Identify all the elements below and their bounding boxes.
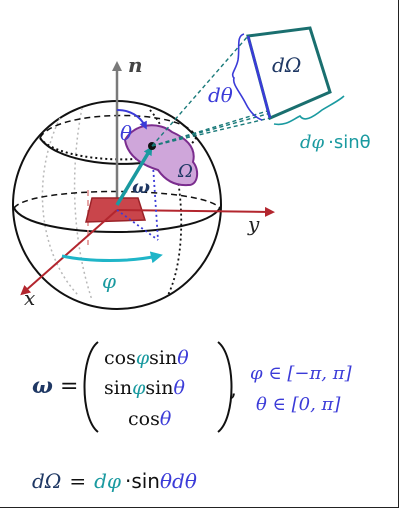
phi-arc (61, 251, 163, 264)
x-axis-label: x (24, 286, 35, 310)
right-paren (217, 341, 233, 433)
projection-ray (151, 35, 249, 147)
x-axis (20, 209, 118, 296)
projection-ray (151, 105, 297, 147)
solid-angle-region (123, 124, 199, 187)
patch-dphi-label: dφ·sinθ (300, 132, 371, 153)
theta-arc (116, 109, 147, 130)
direction-label: ω (132, 176, 150, 198)
projection-ray (151, 117, 271, 147)
patch-dphi: dφ (300, 132, 325, 153)
theta-range: θ ∈ [0, π] (256, 394, 341, 415)
projection-line (116, 209, 159, 241)
equator-back (13, 190, 221, 209)
matrix-row-3: cosθ (128, 408, 172, 430)
matrix-comma: , (230, 377, 237, 402)
dOmega-equation: dΩ=dφ·sinθdθ (32, 469, 197, 493)
omega-equation: ω = cosφsinθ sinφsinθ cosθ , φ ∈ [−π, π]… (32, 341, 353, 433)
matrix-row-2: sinφsinθ (104, 377, 185, 399)
matrix-row-1: cosφsinθ (104, 347, 189, 369)
normal-label: n (128, 53, 143, 77)
dtheta-brace (231, 33, 263, 121)
left-paren (83, 341, 99, 433)
dphi-brace (273, 95, 345, 126)
patch-sin: ·sinθ (328, 132, 371, 153)
latitude-circle-front-solid (39, 137, 151, 165)
back-longitude (41, 117, 79, 296)
phi-range: φ ∈ [−π, π] (250, 363, 353, 384)
latitude-circle-back (39, 114, 197, 139)
patch-dtheta-label: dθ (208, 83, 233, 107)
y-axis-label: y (247, 212, 260, 236)
theta-label: θ (120, 121, 132, 145)
patch-solid-angle-label: dΩ (272, 53, 301, 77)
solid-angle-label: Ω (177, 161, 193, 182)
phi-label: φ (102, 269, 116, 293)
equator-front (13, 207, 221, 233)
direction-vector (115, 146, 153, 206)
back-longitude (73, 107, 93, 301)
y-axis (116, 206, 275, 217)
dtheta-bracket-line (246, 35, 272, 119)
omega-lhs: ω (32, 373, 53, 399)
omega-equals: = (60, 374, 78, 399)
